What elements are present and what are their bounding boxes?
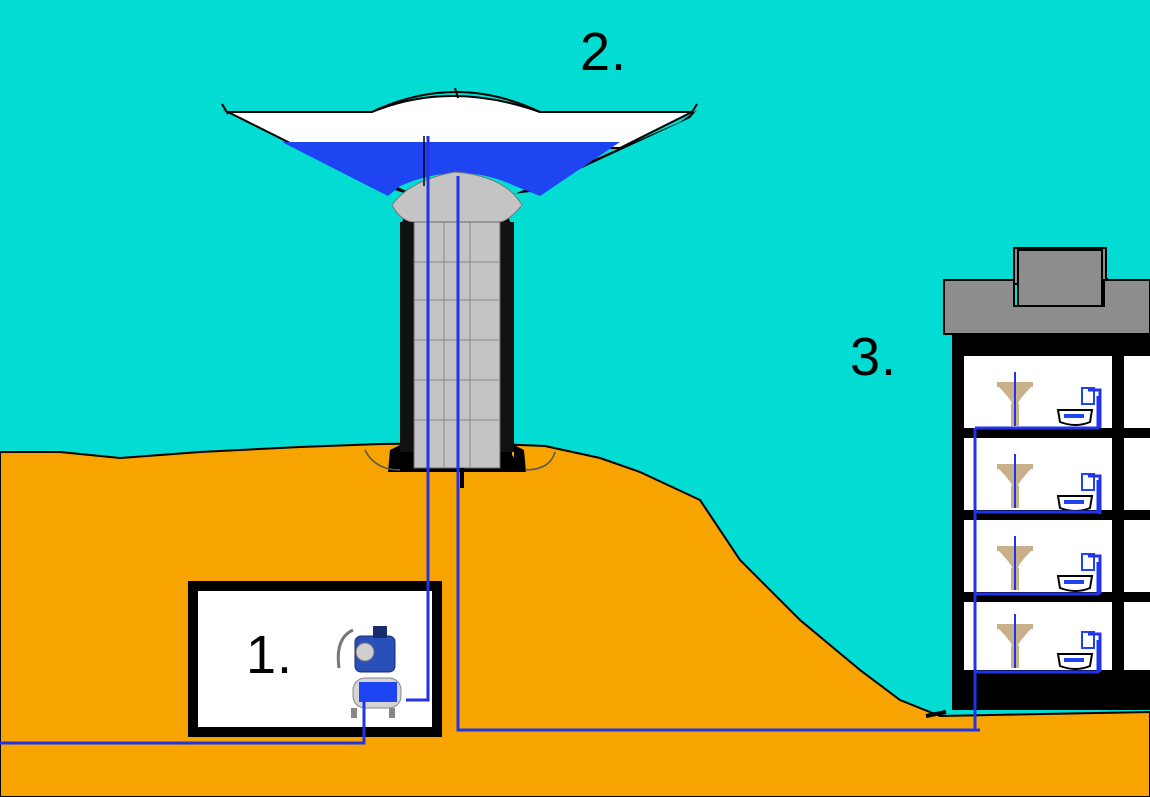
tank-bowl	[227, 95, 693, 149]
tank-water	[282, 142, 620, 196]
pump-room-label: 1.	[246, 625, 294, 685]
water-pipes	[0, 136, 1100, 745]
pump-room	[188, 581, 442, 737]
apartment-building	[943, 247, 1150, 710]
water-tower-label: 2.	[580, 22, 628, 82]
building-label: 3.	[850, 327, 898, 387]
